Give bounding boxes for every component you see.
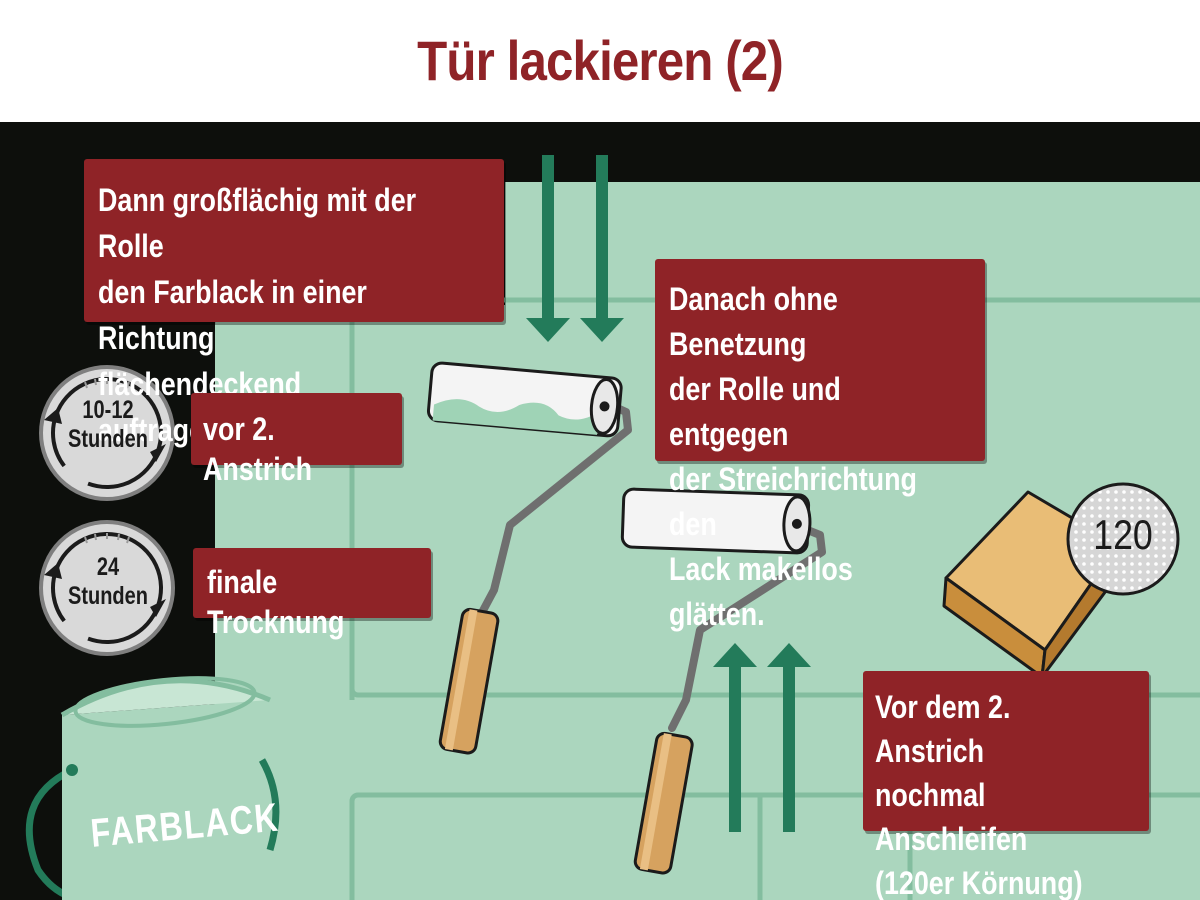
timer-caption-box: vor 2. Anstrich [191, 393, 402, 487]
arrow-down-icon [526, 155, 624, 342]
timer-duration: 24 Stunden [68, 553, 148, 610]
page-title: Tür lackieren (2) [417, 29, 784, 92]
step-roll-on-box: Dann großflächig mit der Rolle den Farbl… [84, 159, 504, 448]
paint-roller-icon [426, 361, 632, 755]
sanding-block-icon [942, 482, 1180, 679]
paint-can-icon [25, 676, 280, 900]
clock-timer-icon [39, 520, 175, 656]
timer-caption: vor 2. Anstrich [203, 411, 313, 487]
arrow-up-icon [713, 643, 811, 832]
timer-caption: finale Trocknung [207, 564, 345, 640]
step-sand-text: Vor dem 2. Anstrich nochmal Anschleifen … [875, 689, 1083, 900]
timer-duration: 10-12 Stunden [68, 396, 148, 453]
paint-roller-icon [620, 487, 826, 875]
timer-caption-box: finale Trocknung [193, 548, 431, 640]
step-sand-box: Vor dem 2. Anstrich nochmal Anschleifen … [863, 671, 1149, 900]
sandpaper-disc [1066, 482, 1180, 596]
clock-timer-icon [39, 365, 175, 501]
step-smooth-text: Danach ohne Benetzung der Rolle und entg… [669, 281, 917, 632]
sandpaper-grit-label: 120 [1093, 511, 1153, 558]
step-smooth-box: Danach ohne Benetzung der Rolle und entg… [655, 259, 985, 632]
header: Tür lackieren (2) [0, 0, 1200, 122]
